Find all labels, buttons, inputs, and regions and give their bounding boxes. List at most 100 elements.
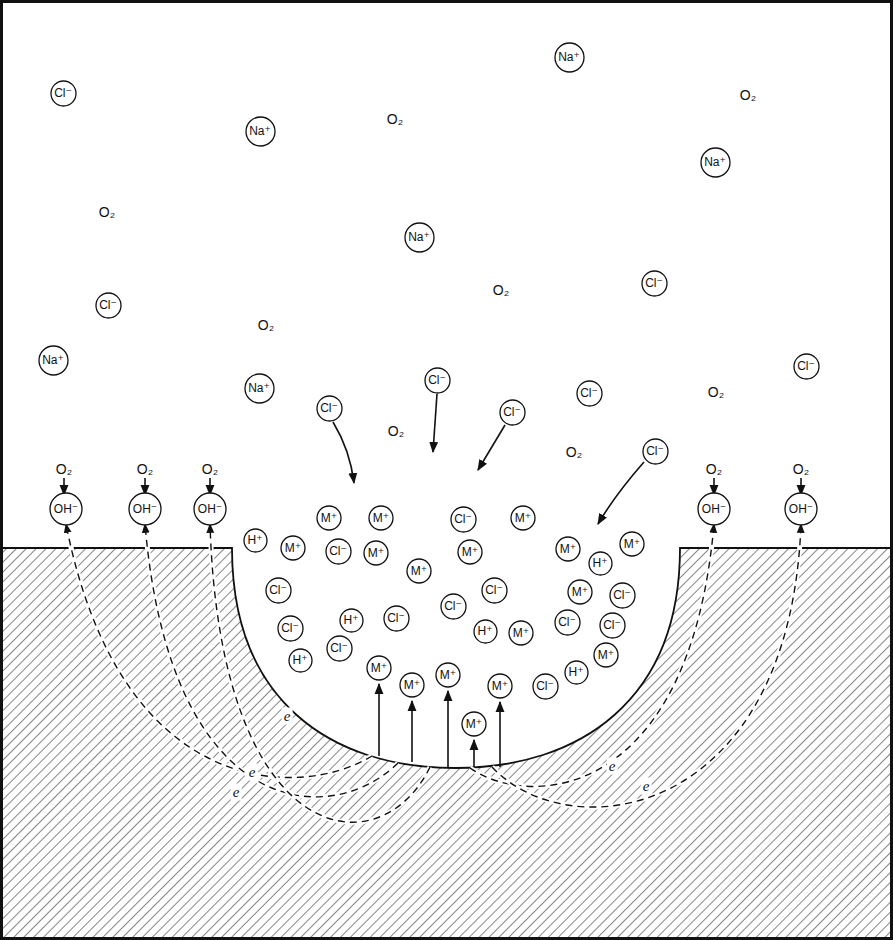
oxygen-label: O₂ <box>491 282 511 298</box>
ion-circle: H⁺ <box>339 608 364 633</box>
oxygen-label: O₂ <box>97 204 117 220</box>
ion-symbol: Cl⁻ <box>329 545 347 557</box>
ion-symbol: OH⁻ <box>54 503 78 515</box>
ion-circle: Cl⁻ <box>440 593 467 620</box>
ion-circle: Na⁺ <box>700 147 731 178</box>
ion-circle: Cl⁻ <box>793 353 820 380</box>
ion-circle: Cl⁻ <box>554 609 581 636</box>
ion-symbol: H⁺ <box>344 614 359 626</box>
ion-symbol: M⁺ <box>572 586 588 598</box>
ion-symbol: H⁺ <box>478 625 493 637</box>
ion-symbol: M⁺ <box>598 649 614 661</box>
ion-circle: M⁺ <box>280 535 306 561</box>
ion-circle: Cl⁻ <box>265 577 292 604</box>
ion-symbol: Cl⁻ <box>536 680 554 692</box>
ion-circle: M⁺ <box>555 536 581 562</box>
ion-circle: Na⁺ <box>245 116 276 147</box>
oxygen-arrows <box>64 478 801 495</box>
ion-circle: Cl⁻ <box>532 673 559 700</box>
ion-circle: Cl⁻ <box>50 80 77 107</box>
ion-circle: OH⁻ <box>49 492 83 526</box>
oxygen-label: O₂ <box>738 87 758 103</box>
ion-circle: Na⁺ <box>244 373 275 404</box>
ion-circle: Cl⁻ <box>316 395 343 422</box>
ion-circle: Na⁺ <box>554 42 585 73</box>
ion-symbol: M⁺ <box>513 627 529 639</box>
ion-symbol: Cl⁻ <box>485 584 503 596</box>
ion-circle: Cl⁻ <box>609 582 636 609</box>
oxygen-label: O₂ <box>385 111 405 127</box>
ion-circle: Cl⁻ <box>499 399 526 426</box>
ion-symbol: Na⁺ <box>704 156 726 168</box>
ion-symbol: Na⁺ <box>408 231 430 243</box>
ion-circle: Cl⁻ <box>599 612 626 639</box>
ion-symbol: Cl⁻ <box>320 402 338 414</box>
ion-symbol: M⁺ <box>373 512 389 524</box>
ion-circle: M⁺ <box>461 711 487 737</box>
ion-symbol: OH⁻ <box>198 503 222 515</box>
ion-circle: M⁺ <box>593 642 619 668</box>
ion-circle: M⁺ <box>567 579 593 605</box>
ion-symbol: OH⁻ <box>789 503 813 515</box>
ion-symbol: H⁺ <box>293 654 308 666</box>
ion-symbol: H⁺ <box>569 666 584 678</box>
ion-circle: H⁺ <box>288 648 313 673</box>
ion-symbol: Cl⁻ <box>387 612 405 624</box>
ion-symbol: M⁺ <box>321 512 337 524</box>
ion-symbol: Cl⁻ <box>99 299 117 311</box>
ion-symbol: Na⁺ <box>42 354 64 366</box>
ion-symbol: M⁺ <box>466 718 482 730</box>
ion-circle: H⁺ <box>473 619 498 644</box>
chloride-arrows <box>333 394 644 524</box>
ion-symbol: H⁺ <box>248 534 263 546</box>
ion-symbol: Na⁺ <box>249 125 271 137</box>
ion-symbol: Cl⁻ <box>428 374 446 386</box>
ion-symbol: Cl⁻ <box>603 619 621 631</box>
electron-label: e <box>231 784 242 801</box>
ion-symbol: Cl⁻ <box>646 445 664 457</box>
ion-circle: OH⁻ <box>193 492 227 526</box>
ion-symbol: Cl⁻ <box>580 387 598 399</box>
ion-symbol: Cl⁻ <box>269 584 287 596</box>
electron-label: e <box>247 764 258 781</box>
oxygen-label: O₂ <box>704 461 724 477</box>
ion-circle: M⁺ <box>457 539 483 565</box>
ion-symbol: Cl⁻ <box>454 513 472 525</box>
ion-symbol: Na⁺ <box>558 51 580 63</box>
ion-symbol: Na⁺ <box>248 382 270 394</box>
electron-label: e <box>607 758 618 775</box>
ion-circle: OH⁻ <box>784 492 818 526</box>
ion-circle: OH⁻ <box>697 492 731 526</box>
ion-symbol: M⁺ <box>560 543 576 555</box>
ion-symbol: M⁺ <box>462 546 478 558</box>
ion-circle: M⁺ <box>406 558 432 584</box>
ion-symbol: M⁺ <box>368 547 384 559</box>
ion-circle: M⁺ <box>619 531 645 557</box>
ion-circle: H⁺ <box>588 551 613 576</box>
ion-symbol: OH⁻ <box>133 503 157 515</box>
ion-circle: Na⁺ <box>38 345 69 376</box>
ion-circle: Cl⁻ <box>642 438 669 465</box>
ion-symbol: Cl⁻ <box>444 600 462 612</box>
oxygen-label: O₂ <box>54 461 74 477</box>
ion-circle: Cl⁻ <box>424 367 451 394</box>
ion-circle: Cl⁻ <box>450 506 477 533</box>
oxygen-label: O₂ <box>706 384 726 400</box>
ion-circle: M⁺ <box>435 662 461 688</box>
ion-circle: OH⁻ <box>128 492 162 526</box>
electron-label: e <box>282 708 293 725</box>
ion-symbol: Cl⁻ <box>558 616 576 628</box>
ion-symbol: H⁺ <box>593 557 608 569</box>
ion-circle: M⁺ <box>368 505 394 531</box>
ion-symbol: M⁺ <box>492 680 508 692</box>
ion-circle: Cl⁻ <box>481 577 508 604</box>
ion-symbol: Cl⁻ <box>645 277 663 289</box>
ion-circle: H⁺ <box>564 660 589 685</box>
ion-symbol: M⁺ <box>404 679 420 691</box>
ion-symbol: Cl⁻ <box>54 87 72 99</box>
oxygen-label: O₂ <box>791 461 811 477</box>
ion-symbol: M⁺ <box>285 542 301 554</box>
ion-symbol: Cl⁻ <box>503 406 521 418</box>
ion-circle: Cl⁻ <box>277 615 304 642</box>
